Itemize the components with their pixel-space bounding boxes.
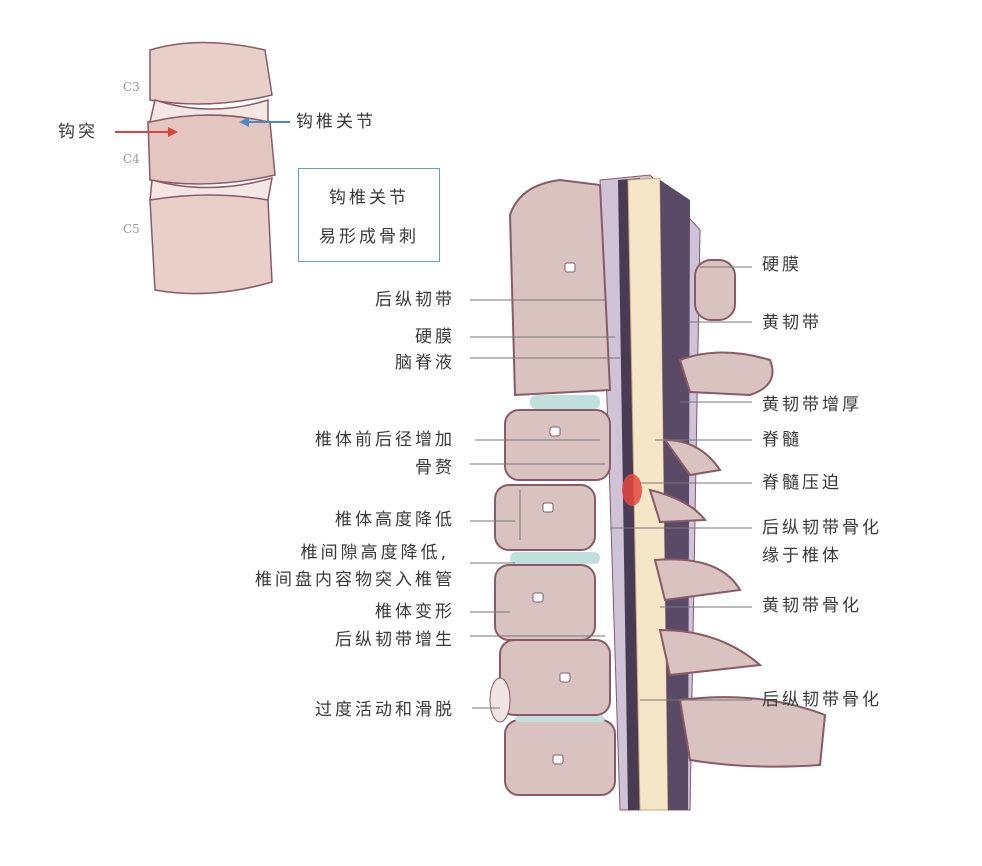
label-olf: 黄韧带骨化 [762,596,862,616]
label-disc-height: 椎间隙高度降低, [300,543,449,563]
label-dura-right: 硬膜 [762,255,802,275]
label-spinal-cord: 脊髓 [762,430,802,450]
label-pll-hyperplasia: 后纵韧带增生 [335,630,455,650]
vertebral-bodies [494,178,616,796]
label-instability: 过度活动和滑脱 [315,700,455,720]
label-body-height: 椎体高度降低 [335,510,455,530]
label-plL: 后纵韧带 [375,290,455,310]
label-ligamentum-flavum: 黄韧带 [762,313,822,333]
level-c4: C4 [123,152,140,166]
spondylolisthesis-fragment [489,677,511,723]
label-opll-origin-2: 缘于椎体 [762,546,842,566]
level-c3: C3 [123,80,140,94]
right-leader-lines [610,266,752,701]
uncinate-process-label: 钩突 [58,122,98,142]
note-line: 钩椎关节 [329,188,409,208]
left-leader-lines [470,299,620,709]
cervical-vertebrae-inset [147,41,276,295]
intervertebral-discs [510,395,605,722]
note-box: 钩椎关节 易形成骨刺 [298,168,440,262]
label-opll: 后纵韧带骨化 [762,690,882,710]
uncovertebral-joint-label: 钩椎关节 [296,112,376,132]
label-dura-left: 硬膜 [415,327,455,347]
label-body-deformity: 椎体变形 [375,602,455,622]
cord-compression-mark [622,474,642,506]
spinous-processes [648,259,827,768]
label-ap-diameter: 椎体前后径增加 [315,430,455,450]
level-c5: C5 [123,222,140,236]
label-lf-thickening: 黄韧带增厚 [762,395,862,415]
blue-arrow-icon [239,117,290,127]
label-osteophyte: 骨赘 [415,458,455,478]
label-disc-protrusion: 椎间盘内容物突入椎管 [255,570,455,590]
note-line: 易形成骨刺 [319,227,419,247]
label-opll-origin: 后纵韧带骨化 [762,518,882,538]
vertebral-canal-holes [532,262,576,765]
label-cord-compression: 脊髓压迫 [762,473,842,493]
red-arrow-icon [115,127,178,137]
label-csf: 脑脊液 [395,353,455,373]
